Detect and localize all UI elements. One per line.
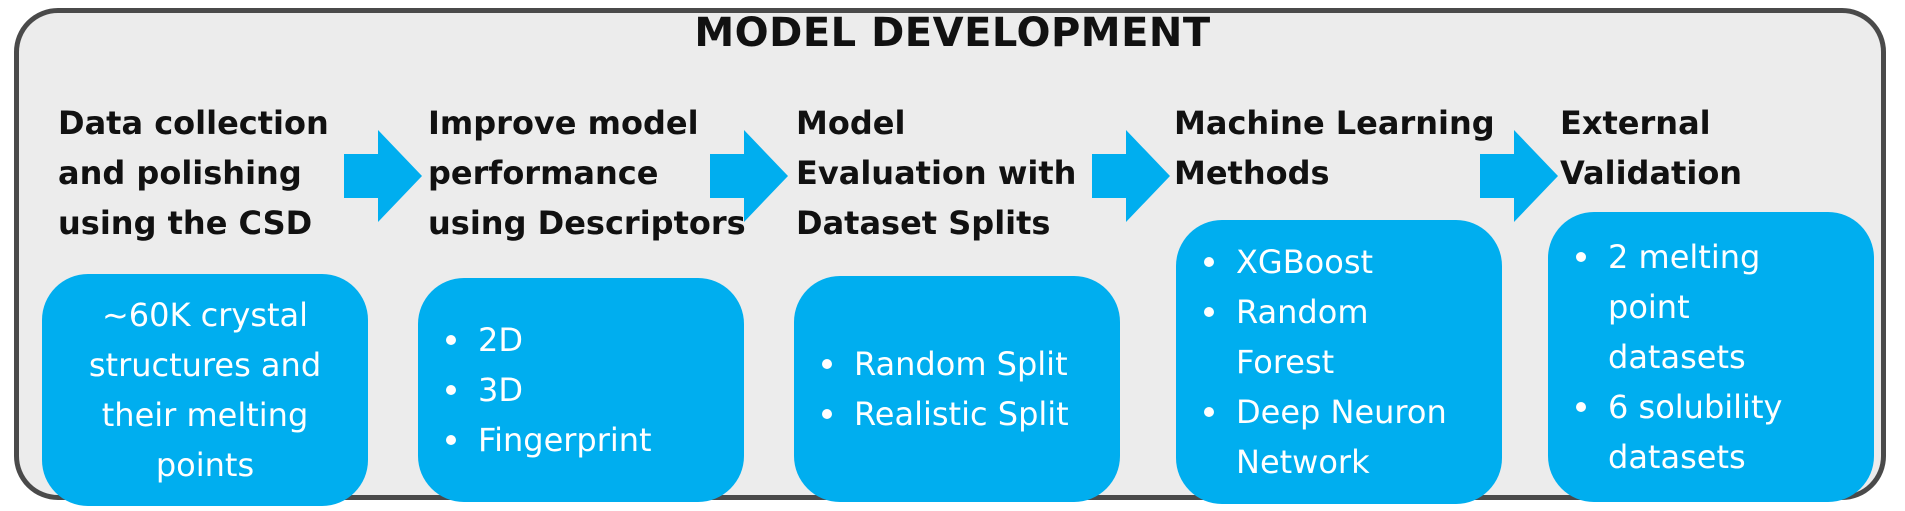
bullet-icon: [1204, 257, 1214, 267]
bullet-icon: [1204, 407, 1214, 417]
list-item: Random Forest: [1194, 287, 1447, 387]
stage-1-title: Data collection and polishing using the …: [58, 104, 329, 242]
list-item: Random Split: [812, 339, 1069, 389]
bullet-icon: [822, 359, 832, 369]
stage-5-list: 2 melting point datasets 6 solubility da…: [1566, 232, 1782, 482]
stage-1-box-text: ~60K crystal structures and their meltin…: [88, 296, 322, 484]
stage-5-title: External Validation: [1560, 104, 1743, 192]
stage-1-box: ~60K crystal structures and their meltin…: [42, 274, 368, 506]
diagram-title: MODEL DEVELOPMENT: [694, 10, 1211, 56]
bullet-icon: [1204, 307, 1214, 317]
list-item: XGBoost: [1194, 237, 1447, 287]
stage-3-list: Random Split Realistic Split: [812, 339, 1069, 439]
stage-2-box: 2D 3D Fingerprint: [418, 278, 744, 502]
stage-3-box: Random Split Realistic Split: [794, 276, 1120, 502]
list-item: Realistic Split: [812, 389, 1069, 439]
right-arrow-icon: [1092, 130, 1170, 222]
list-item: 2 melting point datasets: [1566, 232, 1782, 382]
list-item: 2D: [436, 315, 652, 365]
list-item: 6 solubility datasets: [1566, 382, 1782, 482]
stage-3-title: Model Evaluation with Dataset Splits: [796, 104, 1077, 242]
right-arrow-icon: [710, 130, 788, 222]
stage-2-title: Improve model performance using Descript…: [428, 104, 746, 242]
stage-4-list: XGBoost Random Forest Deep Neuron Networ…: [1194, 237, 1447, 487]
stage-4-title: Machine Learning Methods: [1174, 104, 1495, 192]
right-arrow-icon: [344, 130, 422, 222]
bullet-icon: [446, 385, 456, 395]
bullet-icon: [822, 409, 832, 419]
bullet-icon: [446, 335, 456, 345]
stage-4-box: XGBoost Random Forest Deep Neuron Networ…: [1176, 220, 1502, 504]
bullet-icon: [1576, 252, 1586, 262]
bullet-icon: [446, 435, 456, 445]
bullet-icon: [1576, 402, 1586, 412]
stage-5-box: 2 melting point datasets 6 solubility da…: [1548, 212, 1874, 502]
list-item: 3D: [436, 365, 652, 415]
right-arrow-icon: [1480, 130, 1558, 222]
list-item: Fingerprint: [436, 415, 652, 465]
list-item: Deep Neuron Network: [1194, 387, 1447, 487]
stage-2-list: 2D 3D Fingerprint: [436, 315, 652, 465]
